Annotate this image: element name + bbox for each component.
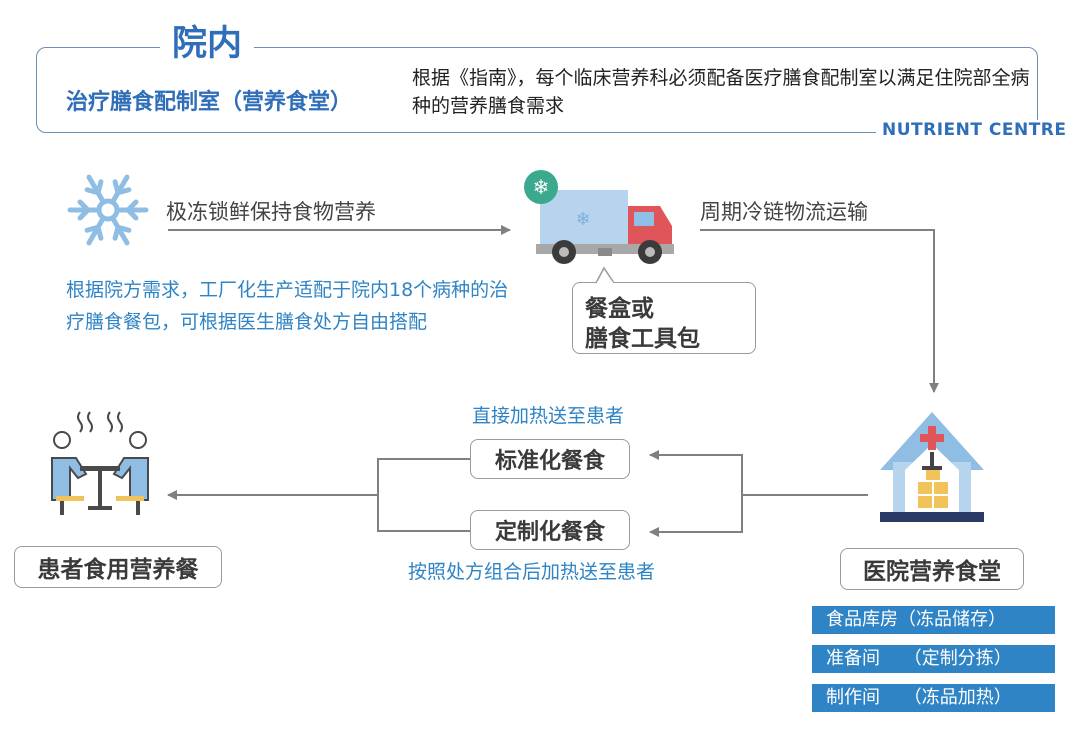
svg-text:❄: ❄ [575,209,590,230]
info-cooking: 制作间 （冻品加热） [812,684,1055,712]
factory-note: 根据院方需求，工厂化生产适配于院内18个病种的治疗膳食餐包，可根据医生膳食处方自… [66,279,509,333]
custom-meal-box: 定制化餐食 [470,510,630,550]
svg-text:❄: ❄ [533,175,550,199]
truck-callout-line2: 膳食工具包 [585,326,700,352]
panel-description: 根据《指南》，每个临床营养科必须配备医疗膳食配制室以满足住院部全病种的营养膳食需… [412,67,1030,117]
standard-meal-box: 标准化餐食 [470,439,630,479]
frozen-label: 极冻锁鲜保持食物营养 [166,200,376,224]
truck-callout-line1: 餐盒或 [585,296,654,322]
logistics-label: 周期冷链物流运输 [700,200,868,224]
page-title: 院内 [160,20,255,68]
arrow-to-custom [649,495,743,537]
info-storage: 食品库房（冻品储存） [812,606,1055,634]
arrow-to-standard [649,450,743,495]
header-panel [36,47,1038,133]
panel-subtitle: 治疗膳食配制室（营养食堂） [66,90,353,115]
arrow-truck-to-canteen [700,229,939,393]
truck-callout: 餐盒或 膳食工具包 [572,282,756,354]
direct-heat-label: 直接加热送至患者 [472,405,625,427]
line-custom-merge [377,495,470,532]
info-preparation: 准备间 （定制分拣） [812,645,1055,673]
prescription-label: 按照处方组合后加热送至患者 [408,561,656,583]
canteen-box: 医院营养食堂 [840,548,1024,590]
english-tag: NUTRIENT CENTRE [876,120,1073,140]
patient-meal-box: 患者食用营养餐 [14,546,222,588]
line-standard-merge [377,458,470,495]
